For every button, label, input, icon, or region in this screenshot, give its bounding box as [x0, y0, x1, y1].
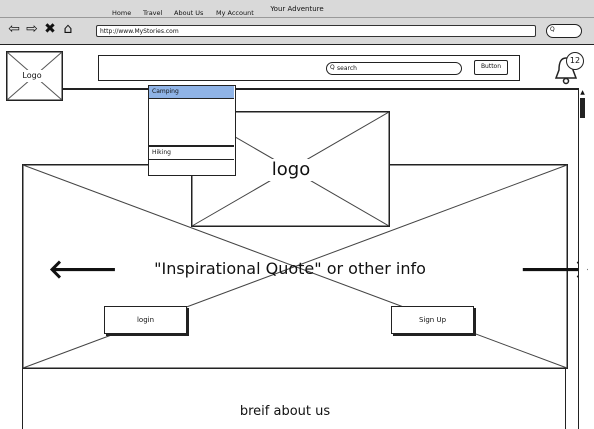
about-section [22, 368, 566, 429]
nav-about-us[interactable]: About Us [174, 9, 204, 17]
dropdown-separator [149, 146, 234, 147]
back-arrow-icon[interactable]: ⇦ [8, 21, 20, 37]
home-icon[interactable]: ⌂ [63, 21, 73, 37]
search-input[interactable]: search [326, 62, 462, 75]
nav-my-account[interactable]: My Account [216, 9, 254, 17]
inspirational-quote: "Inspirational Quote" or other info [154, 259, 426, 278]
header-logo-label: Logo [18, 70, 46, 82]
hero-logo-label: logo [255, 159, 327, 181]
url-bar[interactable]: http://www.MyStories.com [96, 25, 536, 37]
header-logo-placeholder[interactable]: Logo [6, 51, 63, 101]
forward-arrow-icon[interactable]: ⇨ [26, 21, 38, 37]
window-title: Your Adventure [0, 0, 594, 18]
browser-search-field[interactable] [546, 24, 582, 38]
dropdown-item-camping[interactable]: Camping [149, 86, 234, 99]
travel-dropdown-menu: Camping Hiking [148, 85, 236, 176]
scrollbar-thumb[interactable] [580, 98, 585, 118]
search-icon: Q [330, 64, 335, 71]
stop-close-icon[interactable]: ✖ [44, 21, 56, 37]
scroll-up-arrow-icon[interactable]: ▲ [580, 89, 585, 96]
page-scrollbar[interactable] [578, 88, 587, 429]
nav-travel[interactable]: Travel [143, 9, 163, 17]
browser-toolbar: ⇦ ⇨ ✖ ⌂ http://www.MyStories.com Q [0, 18, 594, 45]
dropdown-item-blank[interactable] [149, 99, 234, 146]
signup-button[interactable]: Sign Up [391, 306, 474, 334]
login-button[interactable]: login [104, 306, 187, 334]
dropdown-item-blank-2[interactable] [149, 160, 234, 175]
nav-home[interactable]: Home [112, 9, 132, 17]
header-button[interactable]: Button [474, 60, 508, 75]
carousel-prev-arrow-icon[interactable]: 🡐 [48, 255, 118, 285]
search-icon: Q [550, 26, 555, 33]
about-text: breif about us [239, 404, 331, 419]
header-divider [63, 88, 578, 90]
notification-badge: 12 [566, 52, 584, 70]
dropdown-item-hiking[interactable]: Hiking [149, 147, 234, 160]
